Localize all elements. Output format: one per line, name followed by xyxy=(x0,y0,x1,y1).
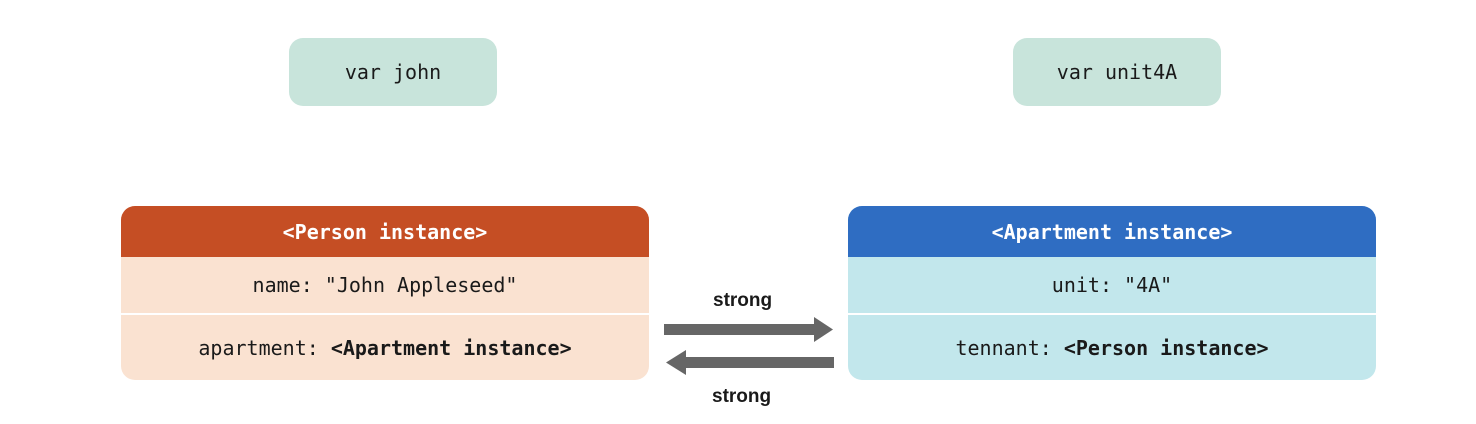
person-instance-title: <Person instance> xyxy=(282,219,488,244)
apartment-row-divider xyxy=(848,313,1376,315)
person-apartment-value: <Apartment instance> xyxy=(330,335,572,360)
person-name-value: "John Appleseed" xyxy=(324,273,518,297)
person-instance-box: <Person instance> name: "John Appleseed"… xyxy=(121,206,649,380)
variable-john-label: var john xyxy=(344,60,442,84)
apartment-unit-property: unit: "4A" xyxy=(848,257,1376,313)
apartment-instance-title: <Apartment instance> xyxy=(991,219,1233,244)
apartment-instance-box: <Apartment instance> unit: "4A" tennant:… xyxy=(848,206,1376,380)
person-name-property: name: "John Appleseed" xyxy=(121,257,649,313)
person-row-divider xyxy=(121,313,649,315)
apartment-unit-key: unit: xyxy=(1051,273,1125,297)
apartment-tennant-key: tennant: xyxy=(955,335,1064,360)
apartment-tennant-property: tennant: <Person instance> xyxy=(848,315,1376,380)
variable-unit4a-label: var unit4A xyxy=(1056,60,1178,84)
person-apartment-property: apartment: <Apartment instance> xyxy=(121,315,649,380)
person-apartment-key: apartment: xyxy=(198,335,331,360)
variable-john: var john xyxy=(289,38,497,106)
variable-unit4a: var unit4A xyxy=(1013,38,1221,106)
strong-reference-label-bottom: strong xyxy=(712,386,772,407)
apartment-instance-header: <Apartment instance> xyxy=(848,206,1376,257)
arrow-right-icon xyxy=(664,317,833,342)
person-instance-header: <Person instance> xyxy=(121,206,649,257)
strong-reference-label-top: strong xyxy=(713,290,773,311)
apartment-tennant-value: <Person instance> xyxy=(1063,335,1269,360)
apartment-unit-value: "4A" xyxy=(1124,273,1173,297)
person-name-key: name: xyxy=(252,273,325,297)
arrow-left-icon xyxy=(666,350,834,375)
